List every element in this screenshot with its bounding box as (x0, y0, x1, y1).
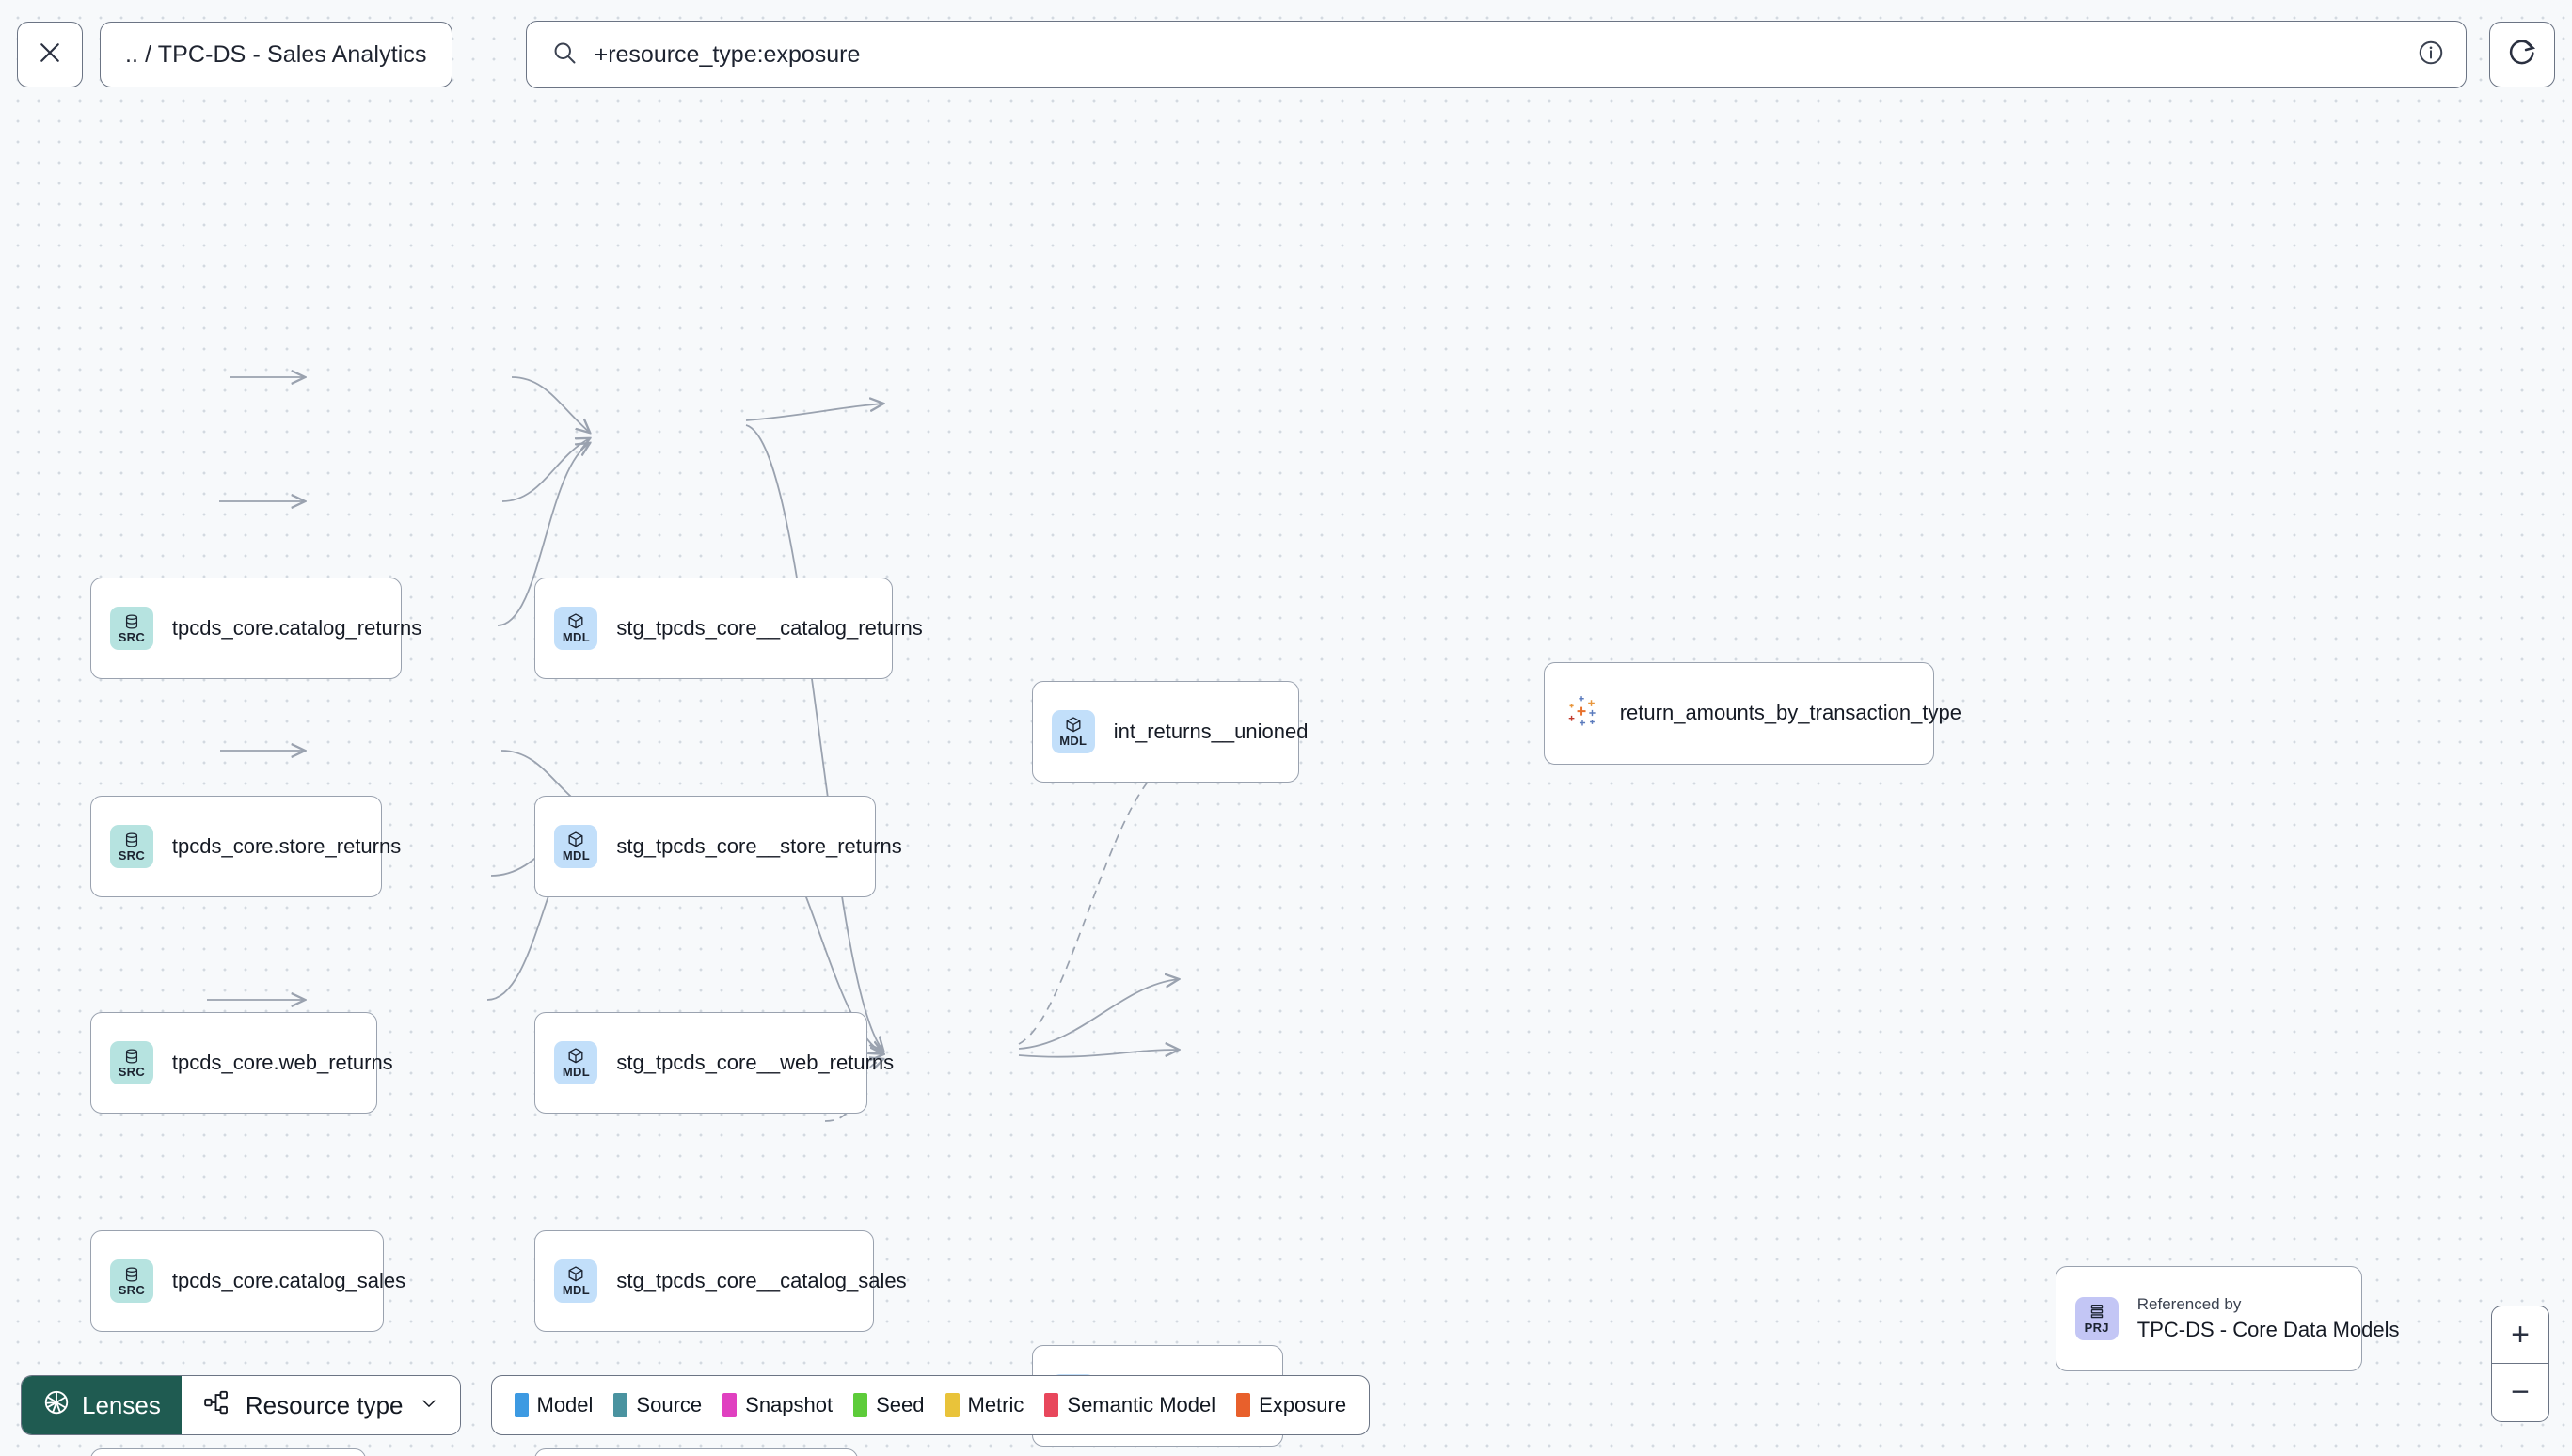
legend-item-snapshot[interactable]: Snapshot (722, 1393, 833, 1417)
info-icon[interactable] (2417, 39, 2445, 71)
resource-type-label: Resource type (245, 1390, 404, 1419)
node-label: stg_tpcds_core__web_returns (616, 1050, 895, 1074)
close-button[interactable] (17, 22, 83, 87)
legend-item-seed[interactable]: Seed (853, 1393, 925, 1417)
legend-swatch (613, 1393, 628, 1417)
chevron-down-icon (419, 1391, 439, 1420)
project-badge-icon: PRJ (2074, 1296, 2119, 1340)
refresh-icon (2506, 37, 2538, 73)
source-badge-icon: SRC (109, 1258, 153, 1303)
graph-node-stg_store_returns[interactable]: MDL stg_tpcds_core__store_returns (534, 795, 902, 897)
legend-label: Snapshot (745, 1393, 834, 1416)
graph-node-return_amounts[interactable]: return_amounts_by_transaction_type (1543, 662, 1961, 765)
source-badge-icon: SRC (109, 1040, 153, 1084)
legend-swatch (514, 1393, 529, 1417)
model-badge-icon: MDL (554, 824, 598, 868)
graph-node-int_returns_unioned[interactable]: MDL int_returns__unioned (1031, 680, 1308, 783)
legend-label: Metric (967, 1393, 1024, 1416)
graph-node-src_catalog_returns[interactable]: SRC tpcds_core.catalog_returns (89, 577, 421, 679)
node-label: TPC-DS - Core Data Models (2136, 1317, 2400, 1341)
legend-swatch (722, 1393, 738, 1417)
bottom-toolbar: Lenses Resource type (21, 1375, 1371, 1435)
graph-node-src_web_returns[interactable]: SRC tpcds_core.web_returns (89, 1011, 393, 1114)
breadcrumb[interactable]: .. / TPC-DS - Sales Analytics (100, 22, 452, 87)
legend-label: Source (636, 1393, 703, 1416)
zoom-out-button[interactable]: − (2511, 1374, 2530, 1410)
legend-label: Semantic Model (1067, 1393, 1216, 1416)
node-label: tpcds_core.catalog_returns (171, 615, 422, 640)
zoom-in-button[interactable]: + (2492, 1306, 2548, 1364)
legend-item-source[interactable]: Source (613, 1393, 702, 1417)
legend-label: Seed (876, 1393, 925, 1416)
resource-type-dropdown[interactable]: Resource type (181, 1376, 460, 1434)
zoom-controls: + − (2491, 1306, 2549, 1422)
legend-label: Model (536, 1393, 594, 1416)
node-label: stg_tpcds_core__store_returns (616, 833, 902, 858)
model-badge-icon: MDL (1051, 709, 1095, 753)
lens-control-group: Lenses Resource type (21, 1375, 461, 1435)
tableau-workbook-icon (1564, 694, 1601, 732)
resource-type-legend: Model Source Snapshot Seed Metric Semantic Mo… (490, 1375, 1371, 1435)
search-icon (551, 40, 578, 71)
node-label: int_returns__unioned (1113, 719, 1309, 743)
node-label: stg_tpcds_core__catalog_sales (616, 1268, 907, 1292)
source-badge-icon: SRC (109, 606, 153, 650)
legend-item-model[interactable]: Model (514, 1393, 594, 1417)
lenses-button[interactable]: Lenses (22, 1376, 182, 1434)
model-badge-icon: MDL (554, 1258, 598, 1303)
node-label: tpcds_core.store_returns (171, 833, 402, 858)
legend-swatch (1044, 1393, 1059, 1417)
legend-item-exposure[interactable]: Exposure (1236, 1393, 1346, 1417)
node-text-stack: Referenced by TPC-DS - Core Data Models (2136, 1294, 2400, 1342)
hierarchy-icon (202, 1388, 230, 1423)
top-toolbar: .. / TPC-DS - Sales Analytics (0, 0, 2572, 109)
legend-swatch (945, 1393, 960, 1417)
node-label: tpcds_core.web_returns (171, 1050, 393, 1074)
refresh-button[interactable] (2489, 22, 2555, 87)
legend-label: Exposure (1259, 1393, 1347, 1416)
graph-node-stg_catalog_returns[interactable]: MDL stg_tpcds_core__catalog_returns (534, 577, 923, 679)
graph-node-stg_catalog_sales[interactable]: MDL stg_tpcds_core__catalog_sales (534, 1229, 907, 1332)
breadcrumb-label: .. / TPC-DS - Sales Analytics (125, 40, 427, 68)
node-label: tpcds_core.catalog_sales (171, 1268, 406, 1292)
node-label: return_amounts_by_transaction_type (1619, 701, 1961, 725)
close-icon (36, 39, 64, 71)
search-bar[interactable] (525, 21, 2467, 88)
legend-item-semantic-model[interactable]: Semantic Model (1044, 1393, 1215, 1417)
source-badge-icon: SRC (109, 824, 153, 868)
legend-item-metric[interactable]: Metric (945, 1393, 1024, 1417)
model-badge-icon: MDL (554, 1040, 598, 1084)
model-badge-icon: MDL (554, 606, 598, 650)
aperture-icon (42, 1388, 71, 1423)
graph-node-prj_referenced_by[interactable]: PRJ Referenced by TPC-DS - Core Data Model… (2055, 1266, 2400, 1371)
legend-swatch (1236, 1393, 1251, 1417)
legend-swatch (853, 1393, 868, 1417)
graph-node-stg_web_returns[interactable]: MDL stg_tpcds_core__web_returns (534, 1011, 894, 1114)
graph-node-src_catalog_sales[interactable]: SRC tpcds_core.catalog_sales (89, 1229, 405, 1332)
graph-node-src_store_returns[interactable]: SRC tpcds_core.store_returns (89, 795, 401, 897)
search-input[interactable] (594, 40, 2400, 69)
lenses-label: Lenses (82, 1390, 161, 1419)
node-label: stg_tpcds_core__catalog_returns (616, 615, 923, 640)
node-subtitle: Referenced by (2136, 1294, 2242, 1313)
